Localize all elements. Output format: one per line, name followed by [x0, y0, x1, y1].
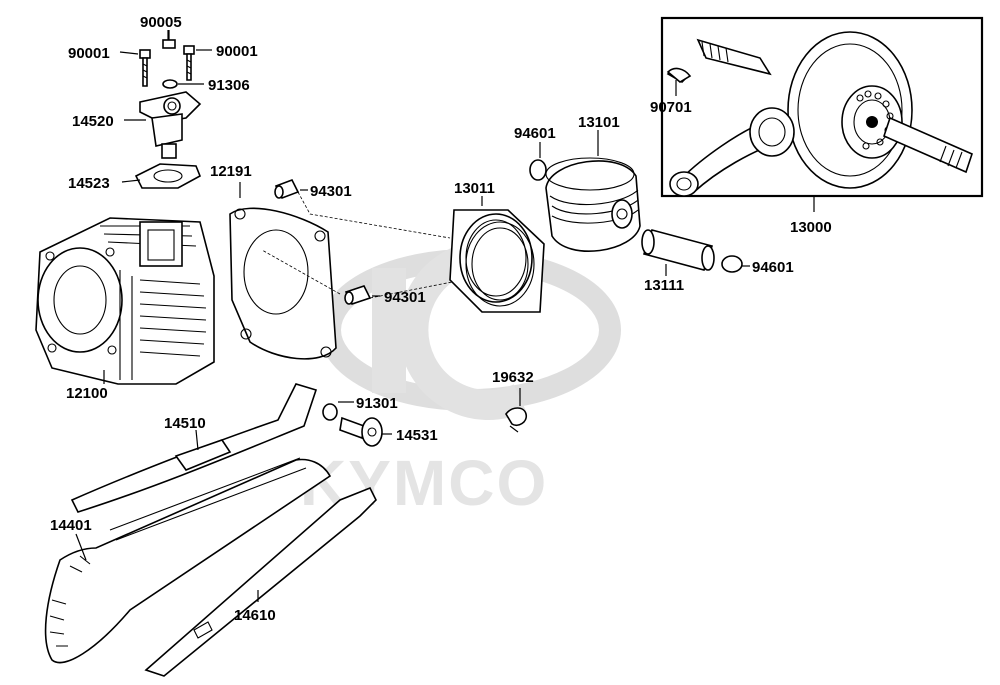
label-13000: 13000 — [790, 219, 832, 236]
label-90001-right: 90001 — [216, 43, 258, 60]
label-14510: 14510 — [164, 415, 206, 432]
circlip-94601-top — [529, 159, 547, 181]
cylinder-gasket-12191 — [229, 207, 337, 360]
label-14523: 14523 — [68, 175, 110, 192]
label-94301-top: 94301 — [310, 183, 352, 200]
label-14520: 14520 — [72, 113, 114, 130]
label-91301: 91301 — [356, 395, 398, 412]
label-90005: 90005 — [140, 14, 182, 31]
chain-tensioner-guide-14510 — [70, 383, 318, 513]
label-14531: 14531 — [396, 427, 438, 444]
spring-clip-19632 — [505, 407, 528, 433]
label-13101: 13101 — [578, 114, 620, 131]
dowel-pin-94301-top — [274, 178, 300, 200]
tensioner-gasket-14523 — [134, 163, 202, 189]
chain-guide-14610 — [144, 486, 377, 677]
label-13111: 13111 — [644, 277, 684, 294]
label-12100: 12100 — [66, 385, 108, 402]
crankshaft-inset-frame — [660, 16, 984, 198]
label-94601-right: 94601 — [752, 259, 794, 276]
crankshaft-assembly — [666, 31, 973, 197]
label-12191: 12191 — [210, 163, 252, 180]
label-19632: 19632 — [492, 369, 534, 386]
label-90001-left: 90001 — [68, 45, 110, 62]
woodruff-key-90701 — [666, 67, 692, 83]
label-91306: 91306 — [208, 77, 250, 94]
circlip-94601-right — [721, 255, 743, 273]
assembly-guide-lines — [261, 191, 453, 299]
cylinder-12100 — [35, 217, 215, 385]
washer-91301 — [322, 403, 338, 421]
piston-ring-set-13011 — [449, 209, 545, 313]
bolt-90001-right — [183, 45, 195, 81]
bolt-90001-left — [139, 49, 151, 87]
bolt-90005 — [162, 30, 176, 49]
label-13011: 13011 — [454, 180, 495, 197]
cam-chain-14401 — [44, 457, 332, 664]
label-90701: 90701 — [650, 99, 692, 116]
label-94301-bottom: 94301 — [384, 289, 426, 306]
guide-bolt-14531 — [339, 416, 383, 447]
piston-13101 — [545, 157, 641, 252]
label-14401: 14401 — [50, 517, 92, 534]
cam-chain-tensioner-14520 — [139, 91, 202, 159]
washer-91306 — [162, 79, 178, 89]
leader-lines — [75, 30, 815, 602]
piston-pin-13111 — [641, 229, 715, 271]
label-94601-top: 94601 — [514, 125, 556, 142]
part-labels: 90005 90001 90001 91306 14520 14523 1219… — [50, 14, 832, 624]
label-14610: 14610 — [234, 607, 276, 624]
